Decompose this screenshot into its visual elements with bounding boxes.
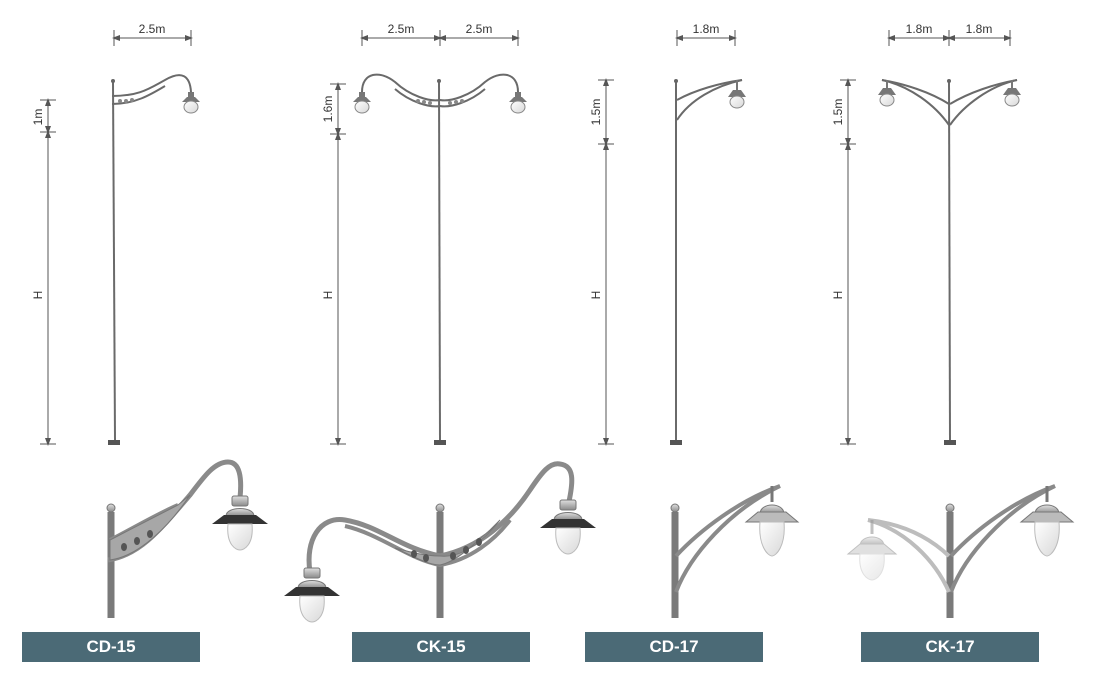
cd15-arm-height-label: 1m [31, 109, 45, 126]
ck15-pole-height-label: H [321, 291, 335, 300]
ck15-arm-height-label: 1.6m [321, 96, 335, 123]
ck15-pole [438, 81, 441, 441]
ck17-detail [846, 484, 1075, 618]
ck17-lamp-left-icon [878, 80, 896, 107]
ck17-arm-height-label: 1.5m [831, 99, 845, 126]
ck15-width-label-right: 2.5m [466, 22, 493, 36]
cd15-elevation: 2.5m 1m H [31, 22, 200, 446]
cd17-width-label: 1.8m [693, 22, 720, 36]
ck17-lamp-right-icon [1003, 80, 1021, 107]
ck17-width-label-left: 1.8m [906, 22, 933, 36]
ck15-lamp-right-icon [509, 92, 527, 114]
cd15-lamp-icon [182, 92, 200, 114]
cd17-elevation: 1.8m 1.5m H [589, 22, 746, 446]
ck17-width-label-right: 1.8m [966, 22, 993, 36]
ck15-detail-lamp-right-icon [540, 499, 596, 555]
ck17-detail-lamp-right-icon [1019, 486, 1075, 557]
cd15-arm [111, 74, 192, 97]
ck17-elevation: 1.8m 1.8m 1.5m H [831, 22, 1021, 446]
ck17-detail-lamp-left-icon [846, 520, 898, 581]
ck17-pole [948, 81, 951, 441]
cd17-arm-height-label: 1.5m [589, 99, 603, 126]
cd17-pole-height-label: H [589, 291, 603, 300]
ck17-pole-height-label: H [831, 291, 845, 300]
cd15-pole-height-label: H [31, 291, 45, 300]
cd17-detail-lamp-icon [744, 486, 800, 557]
ck15-arm [361, 73, 519, 102]
model-label-cd15: CD-15 [22, 632, 200, 662]
cd15-detail [106, 459, 268, 618]
model-label-cd17: CD-17 [585, 632, 763, 662]
cd15-width-label: 2.5m [139, 22, 166, 36]
ck15-width-label-left: 2.5m [388, 22, 415, 36]
ck15-detail-lamp-left-icon [284, 567, 340, 623]
model-label-ck17: CK-17 [861, 632, 1039, 662]
ck15-detail [284, 461, 596, 623]
ck15-lamp-left-icon [353, 92, 371, 114]
cd17-detail [670, 484, 800, 618]
model-label-ck15: CK-15 [352, 632, 530, 662]
ck15-elevation: 2.5m 2.5m 1.6m H [321, 22, 527, 446]
cd17-lamp-icon [728, 80, 746, 109]
cd15-pole [112, 81, 116, 441]
cd15-detail-lamp-icon [212, 495, 268, 551]
